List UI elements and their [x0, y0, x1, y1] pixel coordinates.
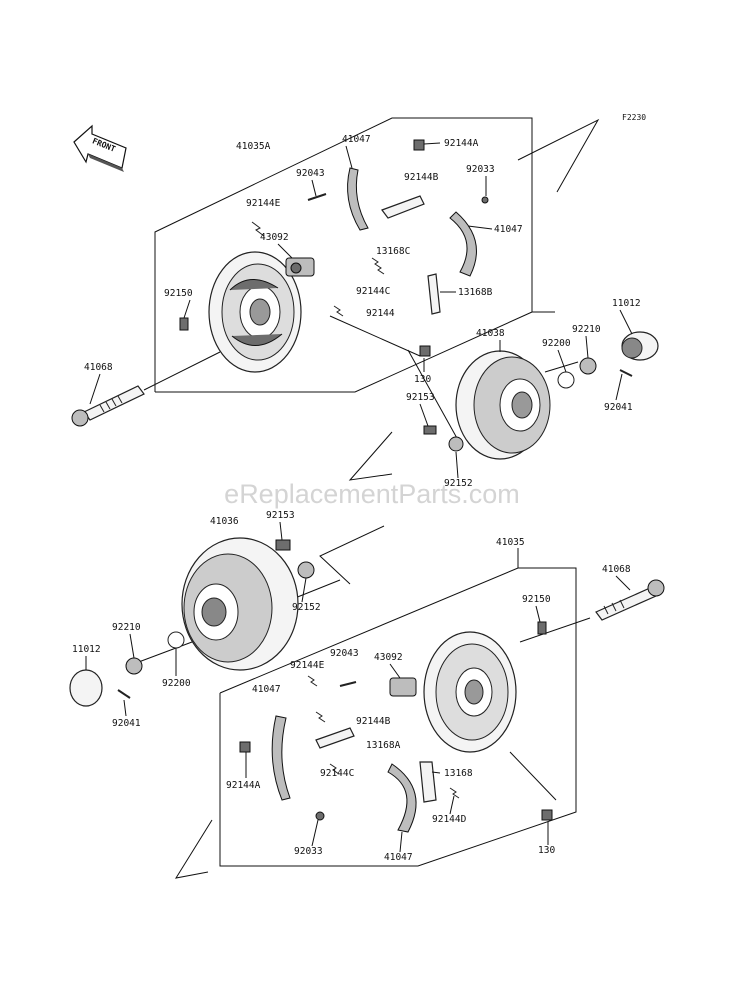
- reference-code: F2230: [622, 113, 646, 122]
- brake-shoe-top-left: [347, 167, 369, 231]
- label-43092-bottom: 43092: [374, 652, 403, 663]
- label-92144A-top: 92144A: [444, 138, 479, 149]
- label-92152-top: 92152: [444, 478, 473, 489]
- label-41035A: 41035A: [236, 141, 271, 152]
- label-92144C-top: 92144C: [356, 286, 390, 297]
- label-92153-top: 92153: [406, 392, 435, 403]
- backing-plate-bottom: [423, 631, 517, 753]
- wheel-cylinder-top: [285, 257, 315, 277]
- label-13168: 13168: [444, 768, 473, 779]
- label-41068-bottom: 41068: [602, 564, 631, 575]
- label-92200-top: 92200: [542, 338, 571, 349]
- label-92150-top: 92150: [164, 288, 193, 299]
- label-92150-bottom: 92150: [522, 594, 551, 605]
- axle-shaft-bottom: [595, 579, 665, 621]
- label-130-top: 130: [414, 374, 431, 385]
- label-92153-bottom: 92153: [266, 510, 295, 521]
- bearing-parts-top: [423, 331, 659, 452]
- leader-lines: [85, 142, 633, 853]
- label-41068-top: 41068: [84, 362, 113, 373]
- brake-shoe-bottom-left: [271, 715, 291, 801]
- lever-top-b: [427, 273, 441, 315]
- label-92152-bottom: 92152: [292, 602, 321, 613]
- axle-shaft-top: [71, 351, 221, 427]
- label-92033-top: 92033: [466, 164, 495, 175]
- label-92043-bottom: 92043: [330, 648, 359, 659]
- label-92144-top: 92144: [366, 308, 395, 319]
- brake-drum-bottom: [181, 537, 299, 671]
- label-92210-bottom: 92210: [112, 622, 141, 633]
- label-41038: 41038: [476, 328, 505, 339]
- label-92144B-top: 92144B: [404, 172, 439, 183]
- label-41047-bottom-2: 41047: [384, 852, 413, 863]
- label-13168B: 13168B: [458, 287, 493, 298]
- label-13168C: 13168C: [376, 246, 410, 257]
- label-92041-top: 92041: [604, 402, 633, 413]
- label-92144A-bottom: 92144A: [226, 780, 261, 791]
- label-92144E-top: 92144E: [246, 198, 281, 209]
- label-43092-top: 43092: [260, 232, 289, 243]
- label-92041-bottom: 92041: [112, 718, 141, 729]
- label-92144C-bottom: 92144C: [320, 768, 354, 779]
- label-92200-bottom: 92200: [162, 678, 191, 689]
- front-arrow-icon: FRONT: [73, 124, 127, 172]
- bearing-parts-bottom: [69, 539, 315, 707]
- label-92033-bottom: 92033: [294, 846, 323, 857]
- label-92144B-bottom: 92144B: [356, 716, 391, 727]
- upper-assembly-frame: [154, 117, 600, 481]
- label-41036: 41036: [210, 516, 239, 527]
- backing-plate-top: [208, 251, 302, 373]
- brake-shoe-bottom-right: [387, 761, 437, 833]
- lower-assembly-frame: [135, 525, 591, 879]
- small-hardware-bottom: [239, 621, 553, 821]
- label-92210-top: 92210: [572, 324, 601, 335]
- brake-shoe-top-right: [449, 211, 477, 277]
- label-41047-mid: 41047: [494, 224, 523, 235]
- label-13168A: 13168A: [366, 740, 401, 751]
- label-92043-top: 92043: [296, 168, 325, 179]
- label-11012-bottom: 11012: [72, 644, 101, 655]
- label-130-bottom: 130: [538, 845, 555, 856]
- label-41035: 41035: [496, 537, 525, 548]
- label-41047-bottom: 41047: [252, 684, 281, 695]
- small-hardware-top: [179, 139, 489, 357]
- lever-top: [381, 195, 425, 219]
- label-11012-top: 11012: [612, 298, 641, 309]
- watermark-text: eReplacementParts.com: [224, 479, 520, 509]
- label-92144E-bottom: 92144E: [290, 660, 325, 671]
- label-41047-top: 41047: [342, 134, 371, 145]
- brake-drum-top: [455, 350, 551, 460]
- label-92144D: 92144D: [432, 814, 467, 825]
